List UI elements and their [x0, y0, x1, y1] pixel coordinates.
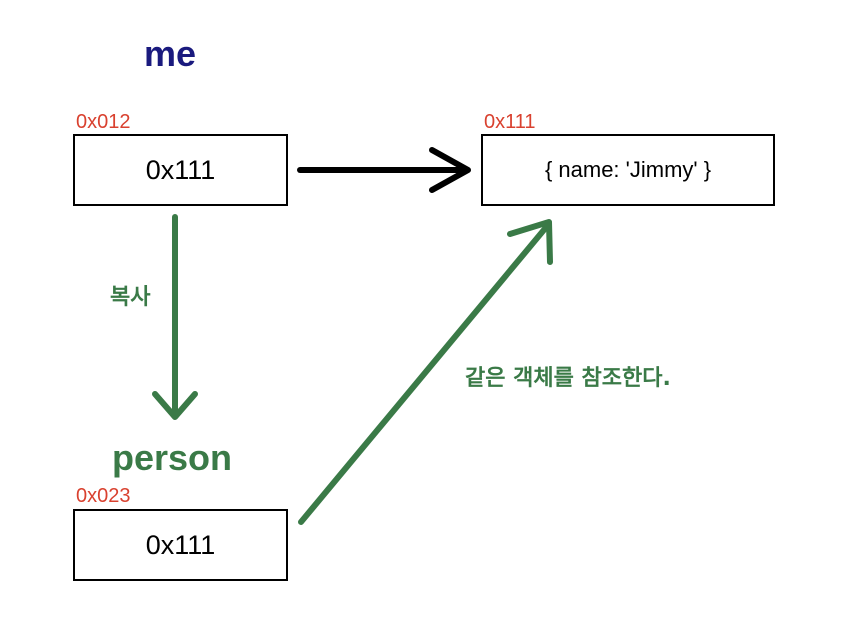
person-value: 0x111 [145, 529, 216, 560]
object-address: 0x111 [484, 111, 536, 133]
person-value-box: 0x111 [73, 509, 288, 581]
reference-arrow [297, 147, 471, 193]
person-label: person [112, 437, 233, 478]
me-value: 0x111 [145, 154, 216, 185]
same-object-note: 같은 객체를 참조한다. [465, 366, 671, 391]
same-object-arrow [298, 219, 553, 525]
me-value-box: 0x111 [73, 134, 288, 206]
copy-arrow [152, 214, 198, 420]
object-value: { name: 'Jimmy' } [544, 157, 712, 182]
person-address: 0x023 [76, 485, 131, 507]
me-address: 0x012 [76, 111, 131, 133]
object-box: { name: 'Jimmy' } [481, 134, 775, 206]
copy-note: 복사 [110, 285, 151, 310]
me-label: me [144, 33, 197, 74]
